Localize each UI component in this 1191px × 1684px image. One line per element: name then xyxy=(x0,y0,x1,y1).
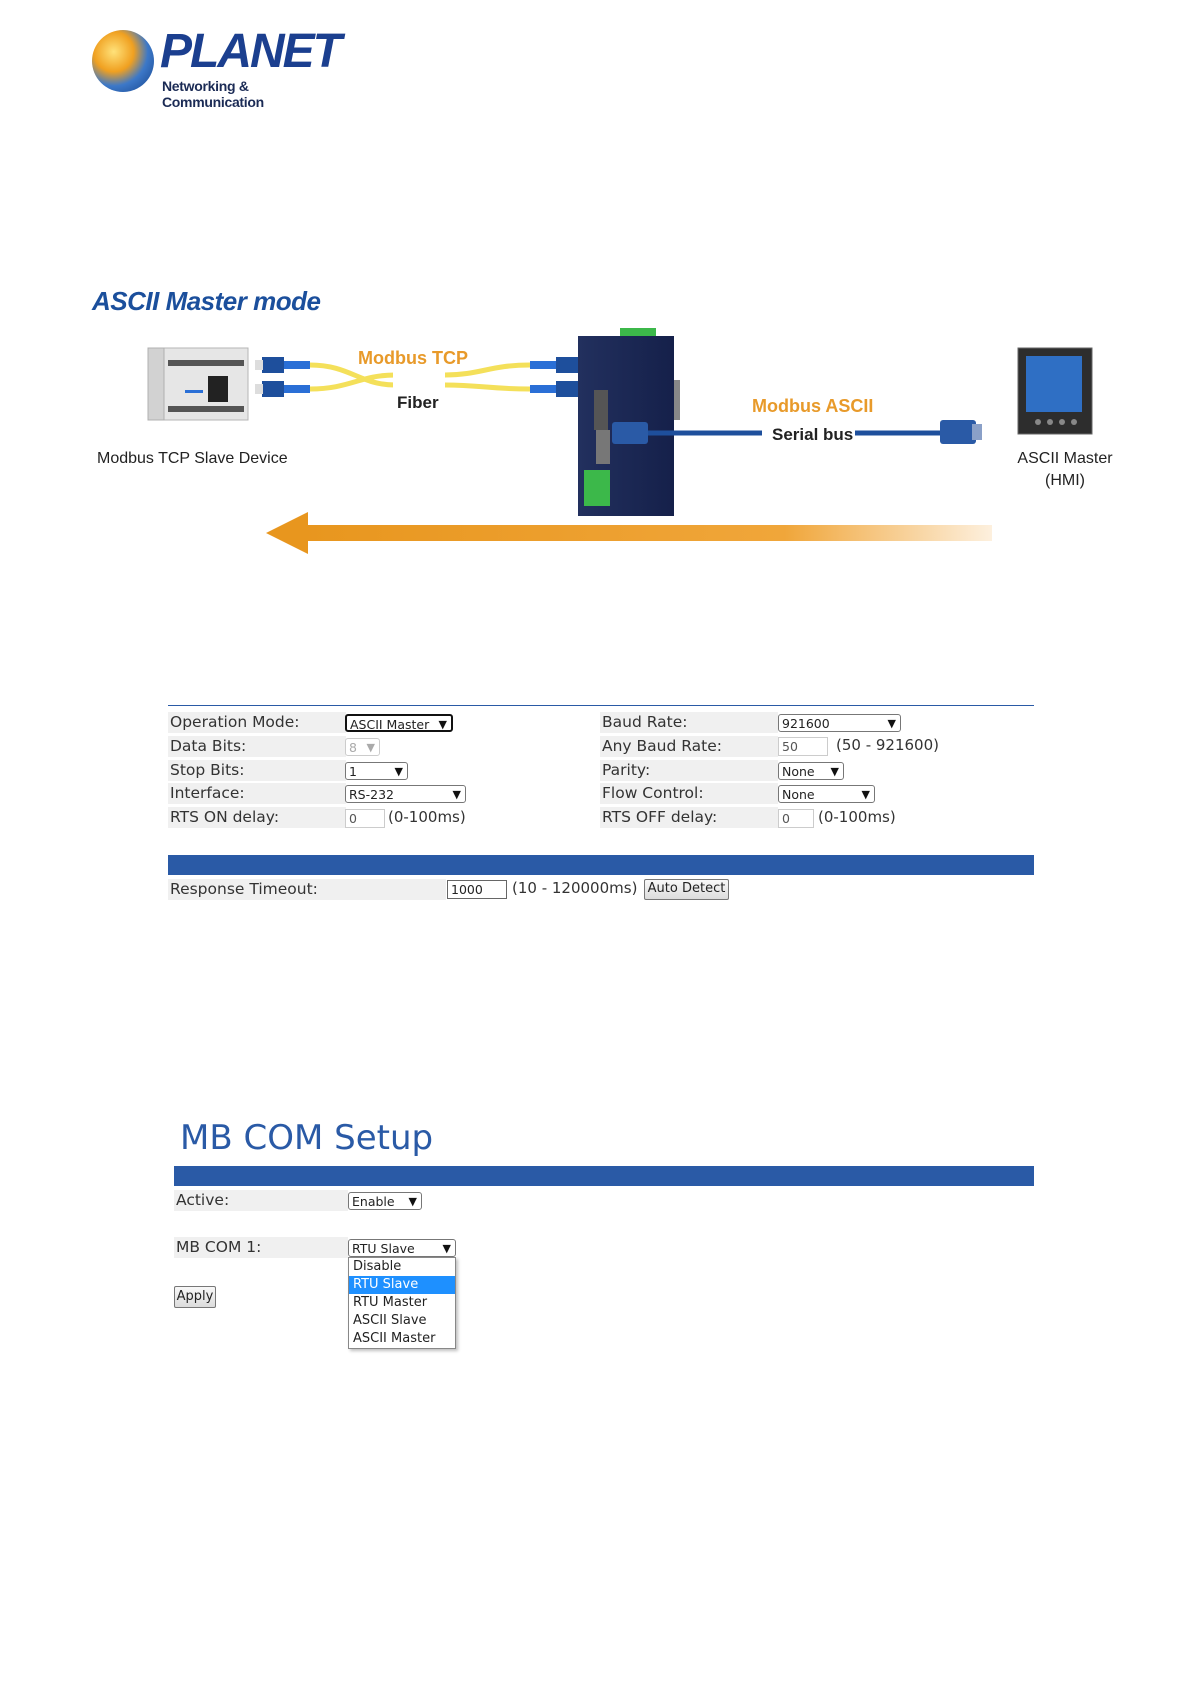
operation-mode-label: Operation Mode: xyxy=(168,712,346,733)
mbcom-title: MB COM Setup xyxy=(180,1118,434,1158)
mbcom1-select[interactable]: RTU Slave ▼ xyxy=(348,1239,456,1257)
data-bits-value: 8 xyxy=(349,740,357,755)
rts-on-delay-hint: (0-100ms) xyxy=(388,808,466,826)
chevron-down-icon: ▼ xyxy=(408,1195,417,1208)
network-diagram xyxy=(147,328,1093,554)
active-value: Enable xyxy=(352,1194,395,1209)
stop-bits-select[interactable]: 1▼ xyxy=(345,762,408,780)
parity-label: Parity: xyxy=(600,760,778,781)
parity-select[interactable]: None ▼ xyxy=(778,762,844,780)
chevron-down-icon: ▼ xyxy=(452,788,461,801)
logo-brand: PLANET xyxy=(160,25,342,78)
auto-detect-button[interactable]: Auto Detect xyxy=(644,879,729,900)
any-baud-rate-input[interactable]: 50 xyxy=(778,737,828,756)
serial-label-bg xyxy=(762,420,855,448)
master-label-line2: (HMI) xyxy=(1045,472,1085,489)
hmi-device-icon xyxy=(1017,347,1093,435)
slave-device-label: Modbus TCP Slave Device xyxy=(97,450,288,467)
globe-icon xyxy=(92,30,154,92)
plc-device-icon xyxy=(147,347,249,421)
mbcom1-value: RTU Slave xyxy=(352,1241,415,1256)
direction-arrow-icon xyxy=(266,512,992,554)
serial-cable-icon xyxy=(612,420,982,444)
data-bits-label: Data Bits: xyxy=(168,736,346,757)
master-label-line1: ASCII Master xyxy=(1017,450,1113,467)
rts-on-delay-input[interactable]: 0 xyxy=(345,809,385,828)
chevron-down-icon: ▼ xyxy=(887,717,896,730)
any-baud-rate-label: Any Baud Rate: xyxy=(600,736,778,757)
dropdown-option-highlighted[interactable]: RTU Slave xyxy=(349,1276,455,1294)
interface-label: Interface: xyxy=(168,783,346,804)
rts-off-delay-label: RTS OFF delay: xyxy=(600,807,778,828)
modbus-ascii-label: Modbus ASCII xyxy=(752,396,874,416)
interface-value: RS-232 xyxy=(349,787,394,802)
baud-rate-value: 921600 xyxy=(782,716,830,731)
interface-select[interactable]: RS-232 ▼ xyxy=(345,785,466,803)
chevron-down-icon: ▼ xyxy=(394,765,403,778)
fiber-connector-left-icon xyxy=(255,357,310,397)
operation-mode-select[interactable]: ASCII Master ▼ xyxy=(345,714,453,732)
operation-mode-value: ASCII Master xyxy=(350,717,430,732)
modbus-tcp-label: Modbus TCP xyxy=(358,348,468,368)
response-timeout-hint: (10 - 120000ms) xyxy=(512,879,638,897)
flow-control-label: Flow Control: xyxy=(600,783,778,804)
dropdown-option[interactable]: Disable xyxy=(353,1259,402,1274)
section-header-bar xyxy=(168,855,1034,875)
chevron-down-icon: ▼ xyxy=(442,1242,451,1255)
fiber-label-bg xyxy=(393,365,445,395)
serial-bus-label: Serial bus xyxy=(772,425,854,444)
converter-device-icon xyxy=(578,328,680,516)
rts-off-delay-hint: (0-100ms) xyxy=(818,808,896,826)
rts-on-delay-label: RTS ON delay: xyxy=(168,807,346,828)
response-timeout-input[interactable]: 1000 xyxy=(447,880,507,899)
logo-tagline: Networking & Communication xyxy=(162,78,264,110)
stop-bits-value: 1 xyxy=(349,764,357,779)
fiber-connector-right-icon xyxy=(530,357,578,397)
flow-control-select[interactable]: None ▼ xyxy=(778,785,875,803)
mbcom-header-bar xyxy=(174,1166,1034,1186)
baud-rate-label: Baud Rate: xyxy=(600,712,778,733)
dropdown-option[interactable]: RTU Master xyxy=(353,1295,428,1310)
chevron-down-icon: ▼ xyxy=(861,788,870,801)
parity-value: None xyxy=(782,764,815,779)
fiber-label: Fiber xyxy=(397,393,439,412)
dropdown-option[interactable]: ASCII Slave xyxy=(353,1313,427,1328)
active-label: Active: xyxy=(174,1190,348,1211)
data-bits-select[interactable]: 8▼ xyxy=(345,738,380,756)
stop-bits-label: Stop Bits: xyxy=(168,760,346,781)
dropdown-option[interactable]: ASCII Master xyxy=(353,1331,436,1346)
apply-button[interactable]: Apply xyxy=(174,1286,216,1308)
rts-off-delay-input[interactable]: 0 xyxy=(778,809,814,828)
chevron-down-icon: ▼ xyxy=(366,741,375,754)
flow-control-value: None xyxy=(782,787,815,802)
mbcom1-label: MB COM 1: xyxy=(174,1237,348,1258)
form-top-rule xyxy=(168,705,1034,706)
mbcom1-dropdown-list: Disable RTU Slave RTU Master ASCII Slave… xyxy=(348,1257,456,1349)
chevron-down-icon: ▼ xyxy=(438,718,447,731)
planet-logo: PLANET Networking & Communication xyxy=(92,25,352,110)
any-baud-rate-hint: (50 - 921600) xyxy=(836,736,940,754)
baud-rate-select[interactable]: 921600 ▼ xyxy=(778,714,901,732)
mode-title: ASCII Master mode xyxy=(92,286,321,316)
active-select[interactable]: Enable ▼ xyxy=(348,1192,422,1210)
response-timeout-label: Response Timeout: xyxy=(168,879,446,900)
chevron-down-icon: ▼ xyxy=(830,765,839,778)
